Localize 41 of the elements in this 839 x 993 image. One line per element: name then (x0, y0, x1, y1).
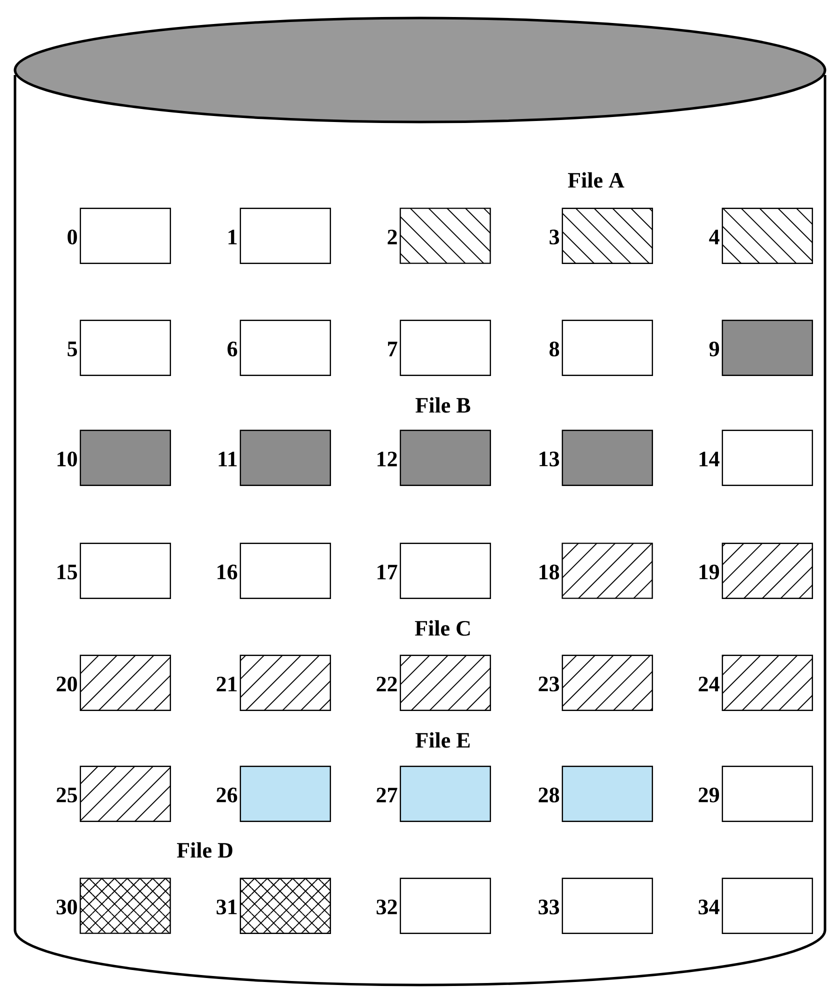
block-number: 19 (700, 564, 720, 580)
block-number: 1 (228, 230, 237, 244)
block-number: 21 (216, 676, 237, 692)
block-number: 11 (218, 452, 237, 466)
file-label: File D (176, 842, 232, 858)
block-number: 0 (68, 230, 77, 244)
file-label: File B (416, 397, 470, 413)
block-number: 29 (698, 788, 720, 802)
block-number: 30 (56, 900, 77, 914)
file-label: File C (414, 620, 470, 636)
block-number: 9 (709, 342, 720, 356)
file-label: File E (416, 732, 470, 748)
block-number: 18 (540, 564, 560, 580)
block-number: 15 (58, 564, 77, 580)
block-number: 27 (376, 788, 398, 802)
block-number: 23 (538, 676, 560, 692)
block-number: 7 (388, 342, 398, 356)
block-number: 31 (216, 900, 237, 914)
block-number: 34 (698, 900, 720, 914)
block-number: 6 (228, 342, 238, 356)
block-number: 13 (540, 452, 560, 466)
disk-cylinder (14, 16, 826, 986)
file-label: File A (568, 172, 624, 188)
block-number: 20 (56, 676, 77, 692)
block-number: 8 (550, 342, 560, 356)
block-number: 32 (376, 900, 397, 914)
block-number: 12 (378, 452, 397, 466)
block-number: 17 (378, 564, 398, 580)
block-number: 16 (218, 564, 238, 580)
block-number: 28 (538, 788, 560, 802)
block-number: 26 (216, 788, 238, 802)
block-number: 4 (709, 230, 720, 244)
block-number: 10 (58, 452, 77, 466)
block-number: 14 (700, 452, 720, 466)
block-number: 24 (698, 676, 720, 692)
block-number: 2 (388, 230, 397, 244)
block-number: 5 (68, 342, 77, 356)
block-number: 33 (538, 900, 560, 914)
block-number: 3 (550, 230, 560, 244)
block-number: 25 (56, 788, 77, 802)
block-number: 22 (376, 676, 397, 692)
